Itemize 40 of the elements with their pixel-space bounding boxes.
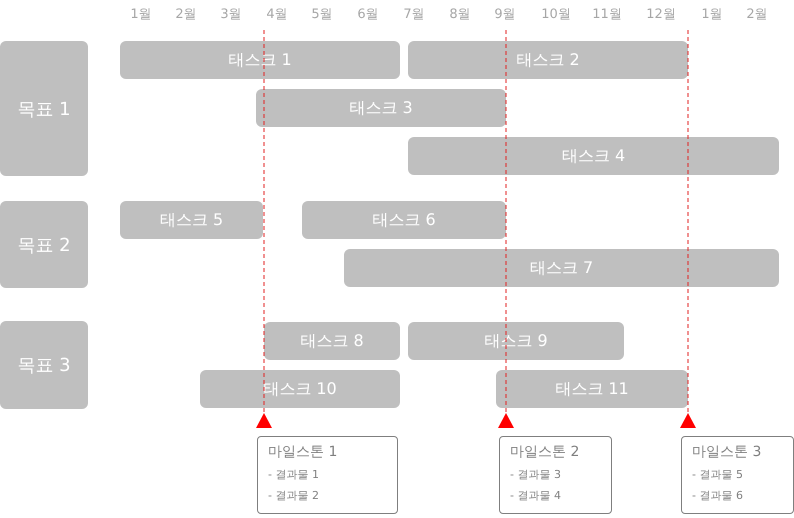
month-label: 3월 xyxy=(220,6,242,23)
month-label: 1월 xyxy=(130,6,152,23)
milestone-card xyxy=(499,436,612,514)
month-label: 2월 xyxy=(175,6,197,23)
task-bar: 태스크 1 xyxy=(120,41,400,79)
milestone-title: 마일스톤 2 xyxy=(510,443,580,461)
task-bar: 태스크 8 xyxy=(264,322,400,360)
goal-box: 목표 1 xyxy=(0,41,88,176)
task-bar: 태스크 11 xyxy=(496,370,688,408)
milestone-title: 마일스톤 3 xyxy=(692,443,762,461)
deliverable-item: - 결과물 2 xyxy=(268,488,320,503)
task-bar: 태스크 10 xyxy=(200,370,400,408)
task-bar: 태스크 3 xyxy=(256,89,506,127)
task-bar: 태스크 2 xyxy=(408,41,688,79)
month-label: 6월 xyxy=(357,6,379,23)
month-label: 4월 xyxy=(266,6,288,23)
task-bar: 태스크 6 xyxy=(302,201,506,239)
month-label: 10월 xyxy=(541,6,571,23)
month-label: 11월 xyxy=(592,6,622,23)
month-label: 7월 xyxy=(403,6,425,23)
task-bar: 태스크 5 xyxy=(120,201,263,239)
goal-box: 목표 3 xyxy=(0,321,88,409)
milestone-card xyxy=(681,436,794,514)
month-label: 1월 xyxy=(701,6,723,23)
task-bar: 태스크 7 xyxy=(344,249,779,287)
month-label: 2월 xyxy=(746,6,768,23)
goal-box: 목표 2 xyxy=(0,201,88,288)
month-label: 5월 xyxy=(311,6,333,23)
month-label: 8월 xyxy=(449,6,471,23)
task-bar: 태스크 9 xyxy=(408,322,624,360)
month-label: 9월 xyxy=(494,6,516,23)
deliverable-item: - 결과물 3 xyxy=(510,467,562,482)
deliverable-item: - 결과물 5 xyxy=(692,467,744,482)
month-label: 12월 xyxy=(646,6,676,23)
deliverable-item: - 결과물 6 xyxy=(692,488,744,503)
task-bar: 태스크 4 xyxy=(408,137,779,175)
deliverable-item: - 결과물 4 xyxy=(510,488,562,503)
milestone-title: 마일스톤 1 xyxy=(268,443,338,461)
milestone-card xyxy=(257,436,398,514)
deliverable-item: - 결과물 1 xyxy=(268,467,320,482)
